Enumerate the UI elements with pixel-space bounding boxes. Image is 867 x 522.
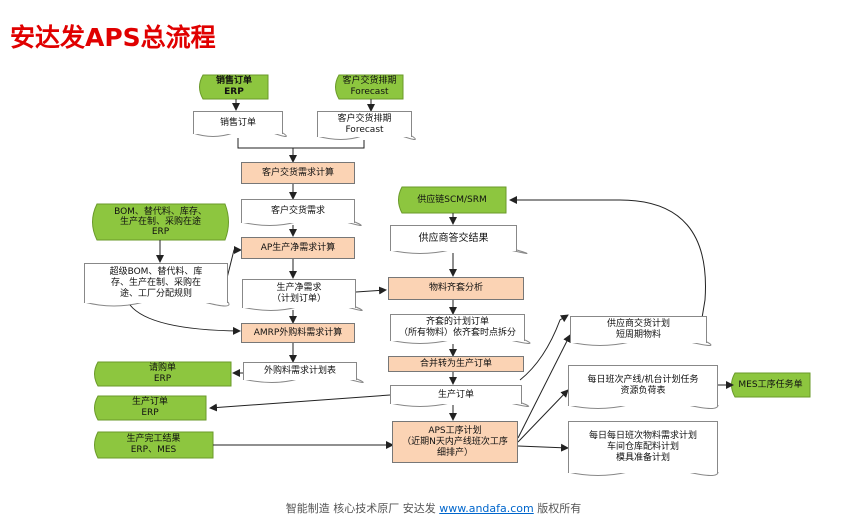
amrp-calc: AMRP外购料需求计算 [241, 323, 355, 343]
customer-demand-doc: 客户交货需求 [241, 199, 355, 223]
node-sublabel: （所有物料）依齐套时点拆分 [398, 328, 516, 338]
green-shapes [92, 74, 811, 459]
node-sublabel: 短周期物料 [615, 330, 661, 340]
node-label: 生产净需求 [276, 283, 322, 293]
aps-process-plan: APS工序计划 （近期N天内产线班次工序 细排产） [392, 421, 518, 463]
supplier-reply-doc: 供应商答交结果 [390, 225, 517, 251]
purchase-plan-doc: 外购料需求计划表 [243, 362, 357, 380]
node-label: 每日每日班次物料需求计划 [588, 431, 697, 441]
node-label: 生产完工结果 [126, 434, 181, 444]
footer-link[interactable]: www.andafa.com [439, 502, 534, 515]
sales-order-doc: 销售订单 [193, 111, 283, 134]
material-kit-analysis: 物料齐套分析 [388, 277, 524, 300]
supplier-delivery-plan-doc: 供应商交货计划 短周期物料 [570, 316, 707, 343]
node-label: APS工序计划 [428, 425, 482, 436]
node-label: 齐套的计划订单 [425, 317, 489, 327]
node-label: 销售订单 [215, 76, 252, 86]
production-order-erp-node: 生产订单 ERP [94, 397, 206, 419]
node-label: AMRP外购料需求计算 [253, 327, 343, 338]
node-label: 存、生产在制、采购在 [110, 278, 201, 288]
footer-suffix: 版权所有 [533, 502, 582, 515]
node-sublabel: 车间仓库配料计划 [606, 442, 679, 452]
node-sublabel: ERP [141, 408, 159, 418]
node-label: 合并转为生产订单 [419, 358, 492, 369]
shift-task-plan-doc: 每日班次产线/机台计划任务 资源负荷表 [568, 365, 718, 406]
customer-demand-calc: 客户交货需求计算 [241, 162, 355, 184]
node-sublabel: ERP [153, 374, 172, 384]
production-done-node: 生产完工结果 ERP、MES [94, 433, 213, 457]
node-label: BOM、替代料、库存、 [114, 207, 207, 217]
node-label: AP生产净需求计算 [260, 242, 336, 253]
scm-srm-node: 供应链SCM/SRM [398, 188, 506, 212]
node-label: 外购料需求计划表 [263, 366, 336, 376]
customer-forecast-node: 客户交货排期 Forecast [336, 76, 403, 98]
node-sublabel: 细排产） [436, 447, 473, 458]
node-label: 每日班次产线/机台计划任务 [587, 375, 699, 385]
merge-production-order: 合并转为生产订单 [388, 356, 524, 372]
node-label: MES工序任务单 [738, 379, 803, 390]
node-label: 供应商交货计划 [606, 319, 670, 329]
node-label: 生产订单 [437, 389, 474, 400]
bom-erp-node: BOM、替代料、库存、 生产在制、采购在途 ERP [93, 205, 228, 239]
mes-task-node: MES工序任务单 [731, 374, 810, 396]
purchase-request-node: 请购单 ERP [94, 363, 231, 385]
node-label: 请购单 [148, 363, 176, 373]
node-sublabel: （计划订单） [271, 294, 326, 304]
material-requirement-plan-doc: 每日每日班次物料需求计划 车间仓库配料计划 模具准备计划 [568, 421, 718, 473]
footer-text: 智能制造 核心技术原厂 安达发 [285, 502, 440, 515]
ap-net-demand-calc: AP生产净需求计算 [241, 237, 355, 259]
node-sublabel: ERP [224, 87, 244, 97]
node-label: 供应商答交结果 [418, 233, 489, 244]
node-label: 客户交货需求计算 [261, 167, 334, 178]
kit-plan-order-doc: 齐套的计划订单 （所有物料）依齐套时点拆分 [390, 314, 525, 341]
node-label: 生产在制、采购在途 [119, 217, 201, 227]
node-sublabel: 模具准备计划 [615, 453, 670, 463]
node-sublabel: ERP、MES [130, 445, 177, 455]
node-label: 途、工厂分配规则 [119, 289, 192, 299]
node-sublabel: Forecast [345, 124, 384, 135]
node-label: 客户交货排期 [337, 113, 392, 124]
node-label: 超级BOM、替代料、库 [109, 267, 203, 277]
node-label: 客户交货需求 [270, 206, 325, 216]
node-sublabel: （近期N天内产线班次工序 [402, 436, 508, 447]
node-label: 生产订单 [131, 397, 168, 407]
sales-order-erp-node: 销售订单 ERP [200, 76, 268, 98]
node-label: 供应链SCM/SRM [417, 194, 487, 205]
node-sublabel: ERP [151, 227, 170, 237]
footer: 智能制造 核心技术原厂 安达发 www.andafa.com 版权所有 [0, 500, 867, 516]
production-order-doc: 生产订单 [390, 385, 522, 404]
node-label: 客户交货排期 [342, 76, 397, 86]
node-sublabel: 资源负荷表 [620, 386, 666, 396]
node-label: 物料齐套分析 [428, 283, 483, 293]
net-demand-doc: 生产净需求 （计划订单） [242, 279, 356, 308]
super-bom-doc: 超级BOM、替代料、库 存、生产在制、采购在 途、工厂分配规则 [84, 263, 228, 303]
node-sublabel: Forecast [350, 87, 389, 97]
page-title: 安达发APS总流程 [10, 23, 216, 52]
node-label: 销售订单 [219, 117, 256, 128]
customer-forecast-doc: 客户交货排期 Forecast [317, 111, 412, 137]
